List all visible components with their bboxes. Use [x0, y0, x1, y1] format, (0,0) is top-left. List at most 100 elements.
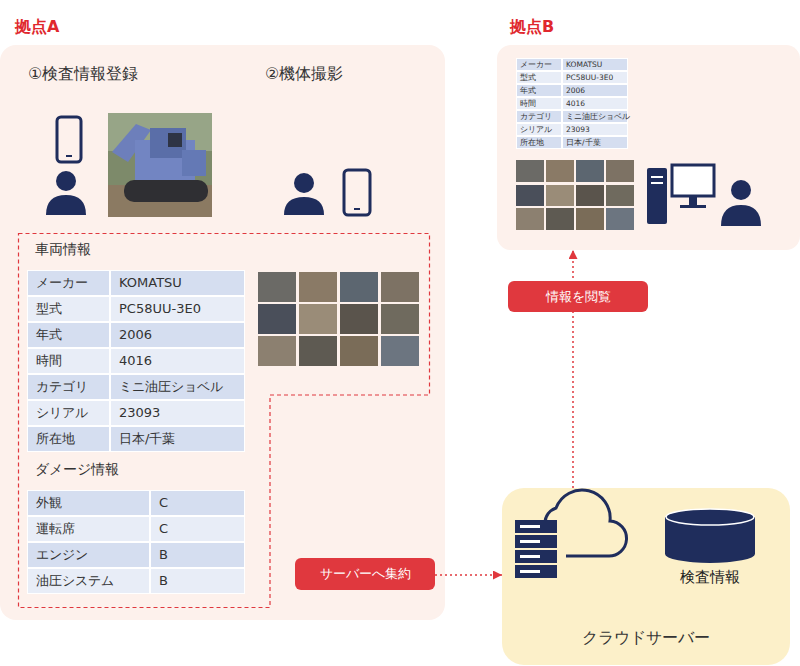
person-head — [731, 180, 751, 200]
dotted-arrow — [430, 574, 502, 576]
monitor-base — [680, 205, 706, 208]
table-value: 4016 — [562, 97, 628, 110]
photo-thumb — [516, 160, 544, 182]
photo-thumb — [340, 304, 378, 334]
table-key: メーカー — [27, 270, 110, 296]
damage-item: エンジン — [27, 542, 150, 568]
table-key: 時間 — [27, 348, 110, 374]
server-title: クラウドサーバー — [502, 628, 790, 649]
table-key: 所在地 — [516, 136, 562, 149]
dashed-border — [19, 234, 430, 608]
table-key: シリアル — [27, 400, 110, 426]
photo-thumb — [516, 185, 544, 206]
table-key: 年式 — [516, 84, 562, 97]
photo-thumb — [299, 272, 337, 302]
photo-thumb — [381, 336, 419, 366]
photo-thumb — [606, 208, 634, 230]
photo-background — [108, 113, 212, 217]
damage-grade: C — [150, 490, 245, 516]
cloud-outline — [545, 490, 627, 556]
phone-button — [66, 155, 72, 157]
pc-slot — [651, 182, 663, 184]
photo-thumb — [299, 336, 337, 366]
table-key: 時間 — [516, 97, 562, 110]
photo-thumb — [546, 208, 574, 230]
person-head — [294, 173, 314, 193]
excavator-cab — [150, 128, 186, 158]
damage-item: 運転席 — [27, 516, 150, 542]
photo-thumb — [606, 160, 634, 182]
phone-button — [354, 208, 360, 210]
photo-thumb — [381, 304, 419, 334]
section-heading: ダメージ情報 — [35, 461, 119, 479]
pc-tower — [647, 168, 667, 224]
table-value: 4016 — [110, 348, 245, 374]
cylinder-top — [666, 509, 754, 525]
photo-thumb — [340, 336, 378, 366]
table-key: 年式 — [27, 322, 110, 348]
table-key: カテゴリ — [516, 110, 562, 123]
table-key: 型式 — [27, 296, 110, 322]
person-head — [56, 171, 76, 191]
monitor-stand — [689, 196, 697, 206]
server-unit — [515, 520, 557, 533]
step-title: ①検査情報登録 — [28, 64, 138, 85]
table-key: 型式 — [516, 71, 562, 84]
server-unit — [515, 535, 557, 548]
table-key: 所在地 — [27, 426, 110, 452]
damage-item: 外観 — [27, 490, 150, 516]
damage-item: 油圧システム — [27, 568, 150, 594]
site-title: 拠点A — [15, 17, 59, 38]
phone-icon — [344, 170, 370, 215]
section-heading: 車両情報 — [35, 241, 91, 259]
photo-thumb — [606, 185, 634, 206]
table-key: シリアル — [516, 123, 562, 136]
table-value: 日本/千葉 — [110, 426, 245, 452]
table-value: 2006 — [110, 322, 245, 348]
table-value: 23093 — [562, 123, 628, 136]
excavator-window — [168, 133, 182, 147]
photo-thumb — [258, 272, 296, 302]
server-slot — [520, 525, 540, 528]
damage-grade: B — [150, 542, 245, 568]
photo-thumb — [340, 272, 378, 302]
photo-thumb — [576, 185, 604, 206]
photo-thumb — [576, 208, 604, 230]
table-value: 23093 — [110, 400, 245, 426]
database-cylinder: 検査情報 — [665, 508, 755, 563]
damage-grade: B — [150, 568, 245, 594]
excavator-track — [124, 180, 208, 202]
phone-icon — [57, 117, 81, 162]
server-slot — [520, 540, 540, 543]
photo-thumb — [546, 185, 574, 206]
table-key: メーカー — [516, 58, 562, 71]
table-value: ミニ油圧ショベル — [110, 374, 245, 400]
photo-thumb — [546, 160, 574, 182]
server-unit — [515, 550, 557, 563]
pc-monitor — [672, 165, 714, 196]
server-slot — [520, 555, 540, 558]
table-value: 2006 — [562, 84, 628, 97]
pc-slot — [651, 176, 663, 178]
edge-label-pill: 情報を閲覧 — [508, 281, 648, 312]
database-title: 検査情報 — [655, 568, 765, 587]
excavator-counterweight — [182, 150, 206, 176]
table-key: カテゴリ — [27, 374, 110, 400]
edge-label-pill: サーバーへ集約 — [295, 558, 435, 590]
person-body — [46, 195, 86, 215]
table-value: ミニ油圧ショベル — [562, 110, 628, 123]
person-body — [284, 197, 324, 215]
table-value: PC58UU-3E0 — [562, 71, 628, 84]
table-value: 日本/千葉 — [562, 136, 628, 149]
table-value: PC58UU-3E0 — [110, 296, 245, 322]
photo-thumb — [576, 160, 604, 182]
photo-thumb — [258, 304, 296, 334]
photo-thumb — [381, 272, 419, 302]
server-unit — [515, 565, 557, 578]
damage-grade: C — [150, 516, 245, 542]
step-title: ②機体撮影 — [265, 64, 343, 85]
photo-thumb — [258, 336, 296, 366]
server-slot — [520, 570, 540, 573]
